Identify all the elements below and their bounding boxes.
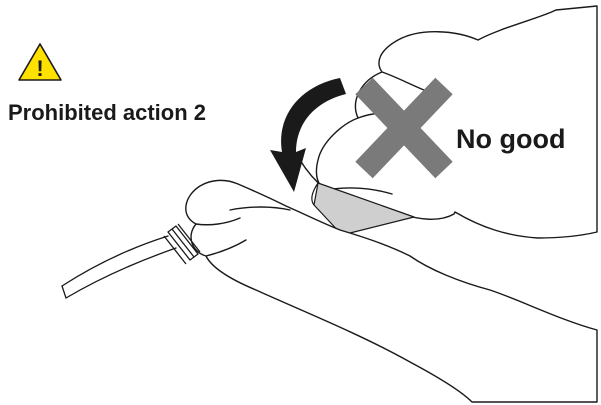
prohibited-action-label: Prohibited action 2 [8,100,206,125]
warning-triangle-icon: ! [19,44,61,81]
no-good-label: No good [456,124,565,154]
warning-exclamation: ! [36,56,43,81]
cable-line [62,236,176,298]
